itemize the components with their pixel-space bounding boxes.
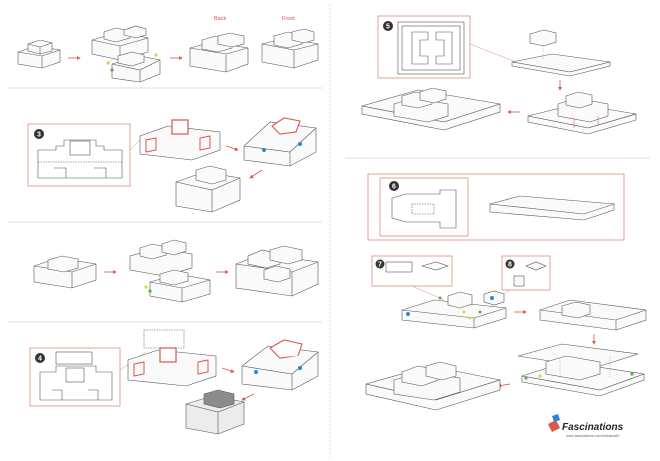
final-model [365,361,501,411]
arrow [249,169,263,179]
flat-part-6 [391,189,457,229]
label-front: Front [282,16,295,22]
base-plate-part [397,21,465,75]
brand-url: www.fascinations.com/metalearth [566,434,619,438]
folded-part-4a [127,329,217,387]
flat-part-3 [37,139,123,179]
dot-green [438,296,442,300]
dot-green [630,372,634,376]
step-3-badge [34,129,44,139]
dot-blue [262,148,266,152]
brand-logo: Fascinations www.fascinations.com/metale… [548,414,624,438]
callout-line [469,43,517,63]
dot-blue [406,312,410,316]
arrow [241,393,255,401]
dot-blue [298,142,302,146]
label-back: Back [214,16,226,22]
page-dividers [8,4,650,457]
arrow [221,367,235,373]
dot-yellow [144,285,148,289]
step-2-assembled [235,245,319,297]
folded-part-6 [489,195,615,221]
assembled-part-4 [185,389,245,435]
dot-yellow [538,374,542,378]
step-6-8-assembly [401,290,507,329]
assembled-part-3 [175,165,241,213]
folded-part-3a [139,119,221,161]
step-5-number: 5 [386,24,390,31]
step-4-panel [29,347,121,407]
step-6-8-assembled [539,299,647,331]
step-8-number: 8 [508,262,512,269]
step-1-exploded-parts [91,25,161,83]
arrow [225,145,239,151]
dot-green [148,289,152,293]
dot-yellow [468,316,472,320]
step-7-number: 7 [378,262,382,269]
dot-blue [254,370,258,374]
part-8 [513,261,547,287]
dot-blue [490,296,494,300]
dot-yellow [462,310,466,314]
dot-green [478,310,482,314]
dot-blue [298,366,302,370]
folded-part-4b [241,339,319,391]
step-5-badge [383,21,393,31]
step-2-exploded [129,239,211,303]
step-5-panel [377,15,471,79]
part-7 [385,261,449,273]
step-4-badge [35,353,45,363]
step-1-model-small [17,39,61,69]
final-exploded [517,343,645,397]
step-6-number: 6 [392,184,396,191]
step-5-assembled [361,87,501,131]
step-2-model [33,255,97,289]
folded-part-3b [243,117,317,167]
dot-green [524,376,528,380]
step-3-number: 3 [37,132,41,139]
base-with-small-part [511,29,611,77]
model-back-view [189,32,249,73]
model-front-view [261,28,319,69]
step-8-badge [505,259,515,269]
step-6-badge [389,181,399,191]
step-7-badge [375,259,385,269]
brand-name: Fascinations [562,422,624,433]
step-4-number: 4 [38,356,42,363]
flat-part-4 [39,351,113,401]
assembly-dots-1 [106,53,158,72]
base-with-model-partial [527,91,637,135]
